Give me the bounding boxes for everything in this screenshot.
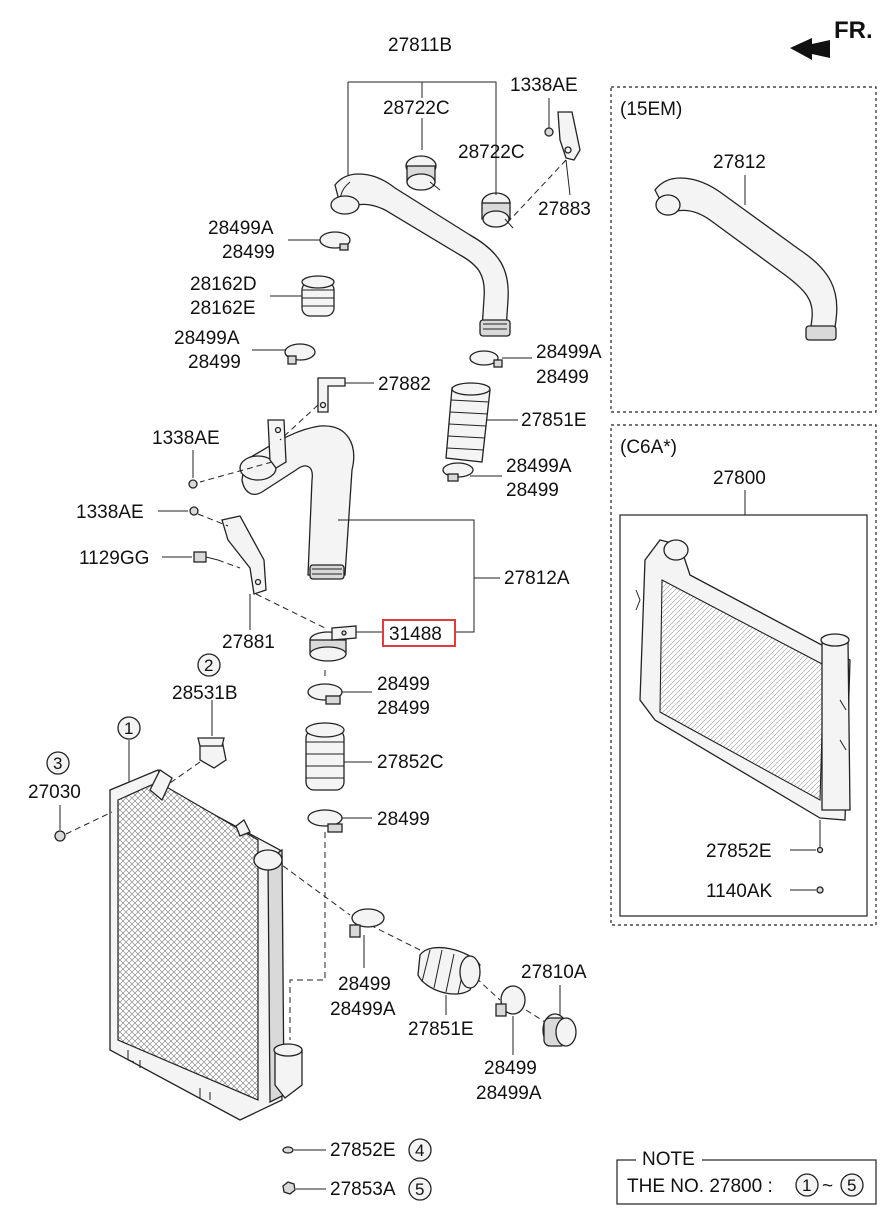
circle-number-3: 3 [53,754,62,773]
clamp-28499-7 [307,809,343,833]
note-title: NOTE [642,1149,695,1170]
label-28499-2: 28499 [188,352,241,373]
clamp-28499-9 [495,985,526,1017]
variant-C6A-part-27852E: 27852E [706,841,772,862]
note-text: THE NO. 27800 : [627,1176,773,1197]
clamp-28499A-2 [284,343,316,365]
label-28722C-left: 28722C [383,98,450,119]
label-27881: 27881 [222,632,275,653]
nut-27853A [282,1181,296,1195]
label-28499-8: 28499 [338,974,391,995]
circle-number-1: 1 [124,719,133,738]
plug-27852E [282,1146,294,1154]
variant-C6A-part: 27800 [713,468,766,489]
label-28499-1: 28499 [222,242,275,263]
hose-27851E-lower [417,946,481,995]
bracket-27882 [317,377,346,413]
label-1129GG: 1129GG [79,548,149,569]
variant-15EM-title: (15EM) [620,99,682,120]
label-27882: 27882 [378,374,431,395]
label-27852C: 27852C [377,752,444,773]
label-27811B: 27811B [388,35,452,56]
front-arrow-icon [790,38,830,60]
label-1338AE-mid: 1338AE [152,428,220,449]
label-28499A-6: 28499A [476,1083,542,1104]
label-28499A-2: 28499A [174,328,240,349]
label-28162D: 28162D [190,274,257,295]
circle-number-5: 5 [415,1180,424,1199]
label-28162E: 28162E [190,298,256,319]
note-tilde: ~ [822,1176,833,1197]
label-28499-5: 28499 [377,674,430,695]
label-27812A: 27812A [504,568,570,589]
hose-28162 [301,275,335,317]
intercooler-assembly [109,769,303,1121]
clamp-28499A-3 [469,350,503,368]
bracket-27881 [221,515,267,595]
front-direction-indicator: FR. [790,17,873,60]
connector-28722C-right [481,192,514,229]
bolt-1129GG [193,551,219,563]
label-28722C-right: 28722C [458,142,525,163]
part-31488-highlight [382,619,456,647]
label-28499-7: 28499 [377,809,430,830]
bolt-27030 [54,830,66,842]
label-28499-9: 28499 [484,1058,537,1079]
hose-27851E-upper [445,382,491,463]
label-28531B: 28531B [172,683,238,704]
mount-28531B: 2 [197,653,227,769]
connector-28722C-left [405,155,441,191]
circle-marker-5: 5 [408,1177,432,1201]
bolt-1338AE-mid [188,479,198,489]
clamp-28499-5 [307,683,343,705]
bolt-1338AE-low [189,506,199,516]
label-27810A: 27810A [521,962,587,983]
variant-C6A-part-1140AK: 1140AK [706,881,773,902]
label-31488[interactable]: 31488 [389,624,442,645]
bolt-1338AE-top [544,127,554,137]
hose-27852C [305,722,345,791]
label-28499A-3: 28499A [536,342,602,363]
clamp-28499A-4 [442,462,474,482]
label-28499A-4: 28499A [506,456,572,477]
label-28499-3: 28499 [536,367,589,388]
variant-C6A-panel: (C6A*) 27800 27852E 1140AK [610,424,877,926]
upper-intake-pipe [330,173,511,337]
note-circle-number-1: 1 [802,1176,811,1195]
label-27883: 27883 [538,199,591,220]
middle-pipe-27812A [239,419,355,580]
label-27851E-upper: 27851E [521,410,587,431]
variant-15EM-part: 27812 [713,152,766,173]
variant-15EM-panel: (15EM) 27812 [610,86,877,413]
label-1338AE-low: 1338AE [76,502,144,523]
bracket-27883 [557,111,581,161]
label-27851E-lower: 27851E [408,1019,474,1040]
front-direction-label: FR. [834,17,873,44]
circle-number-2: 2 [204,656,213,675]
variant-C6A-title: (C6A*) [620,437,677,458]
circle-number-4: 4 [415,1141,424,1160]
clamp-28499A-1 [319,231,351,251]
connector-27810A [542,1013,577,1047]
label-1338AE-top: 1338AE [510,75,578,96]
clamp-28499-8 [349,908,385,938]
label-28499A-5: 28499A [330,999,396,1020]
label-27030: 27030 [28,782,81,803]
label-28499A-1: 28499A [208,218,274,239]
circle-marker-1: 1 [117,716,141,740]
clamp-31488 [309,625,357,662]
label-27852E: 27852E [330,1140,396,1161]
label-28499-6: 28499 [377,698,430,719]
label-28499-4: 28499 [506,480,559,501]
circle-marker-4: 4 [408,1138,432,1162]
note-box: NOTE THE NO. 27800 : 1 ~ 5 [616,1148,877,1205]
label-27853A: 27853A [330,1179,396,1200]
circle-marker-3: 3 [46,751,70,775]
note-circle-number-5: 5 [847,1176,856,1195]
